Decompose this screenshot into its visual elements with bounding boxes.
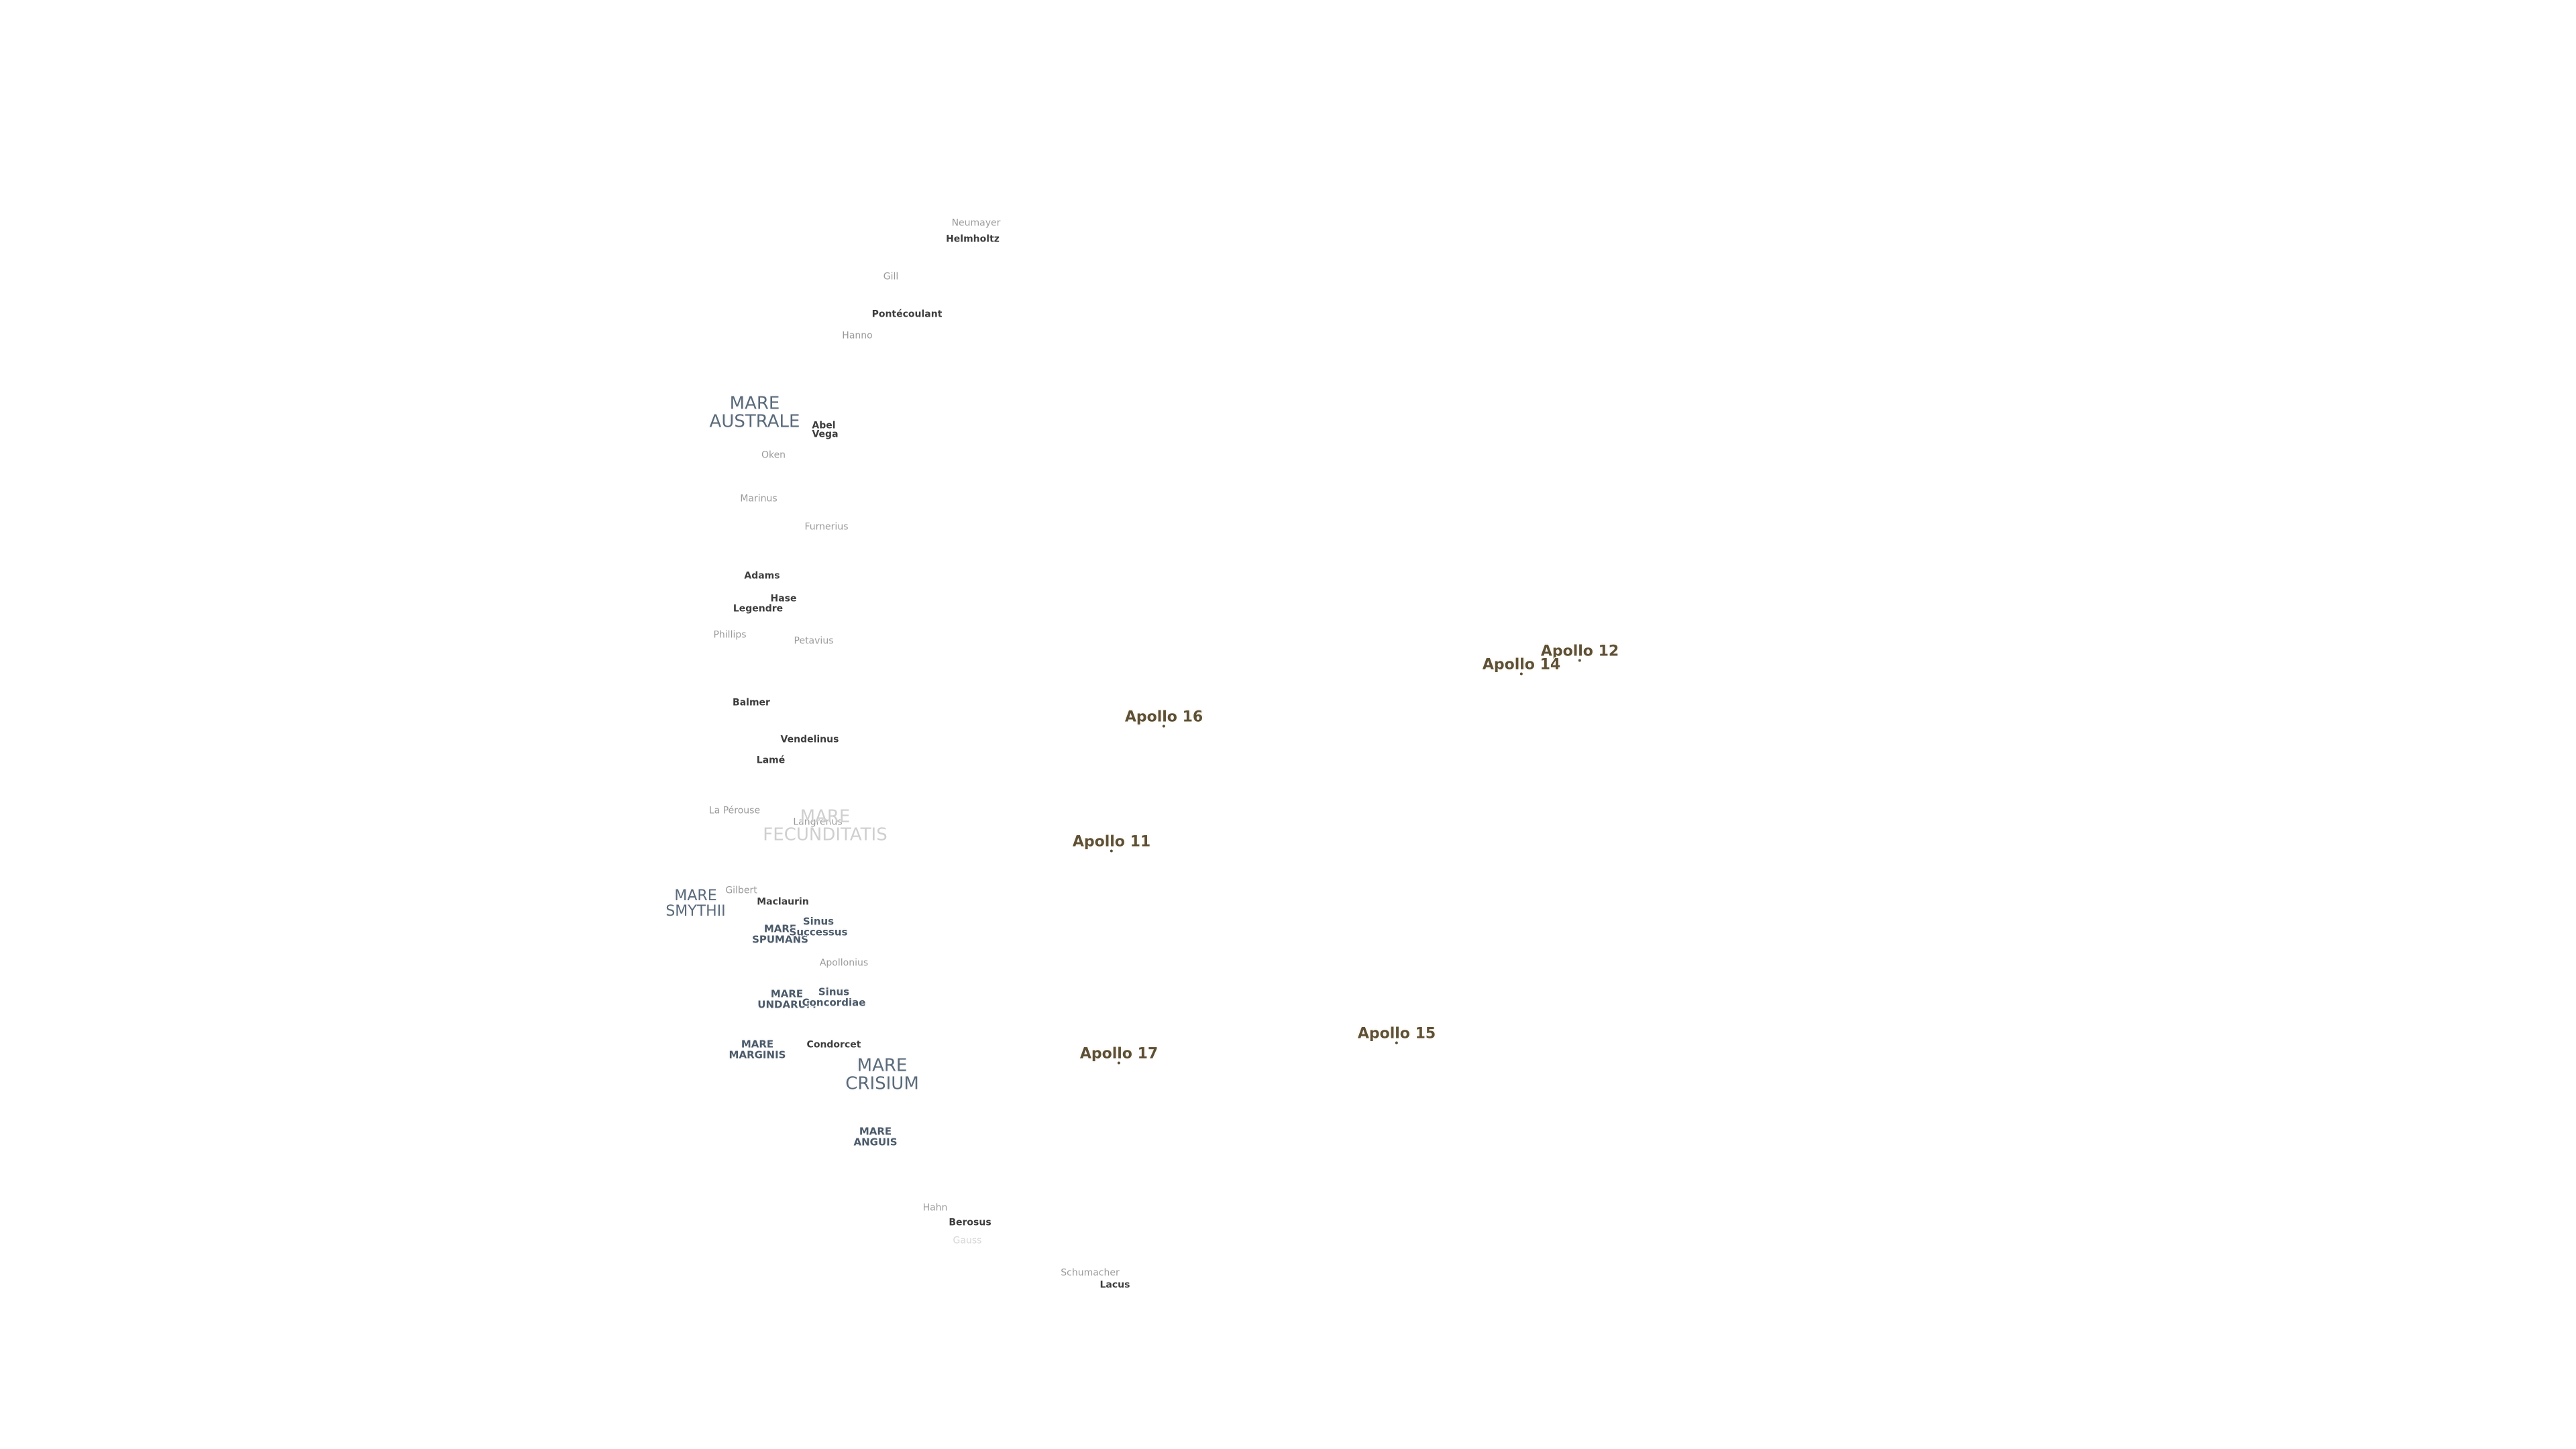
apollo-site-label: Apollo 17 xyxy=(1079,1045,1159,1063)
mare-label-mare-australe[interactable]: MARE AUSTRALE xyxy=(709,393,800,432)
mare-label-mare-undarum[interactable]: MARE UNDARUM xyxy=(757,987,816,1010)
crater-label-la-perouse[interactable]: La Pérouse xyxy=(708,805,761,816)
crater-label-pontecoulant[interactable]: Pontécoulant xyxy=(871,309,943,320)
crater-label-marinus[interactable]: Marinus xyxy=(740,493,777,504)
crater-label-helmholtz[interactable]: Helmholtz xyxy=(946,233,1000,245)
mare-label-sinus-successus[interactable]: Sinus Successus xyxy=(789,915,848,938)
apollo-site-label: Apollo 14 xyxy=(1482,656,1561,674)
mare-label-sinus-concordiae[interactable]: Sinus Concordiae xyxy=(802,985,866,1008)
crater-label-phillips[interactable]: Phillips xyxy=(713,629,747,641)
crater-label-legendre[interactable]: Legendre xyxy=(733,603,784,614)
crater-label-gauss[interactable]: Gauss xyxy=(953,1235,982,1246)
landing-site-marker-icon xyxy=(1117,1061,1120,1065)
apollo-site-apollo-17[interactable]: Apollo 17 xyxy=(1079,1045,1159,1065)
apollo-site-apollo-16[interactable]: Apollo 16 xyxy=(1124,708,1203,728)
mare-label-mare-spumans[interactable]: MARE SPUMANS xyxy=(752,922,808,945)
mare-label-mare-smythii[interactable]: MARE SMYTHII xyxy=(665,887,726,920)
apollo-site-label: Apollo 15 xyxy=(1357,1025,1436,1042)
crater-label-condorcet[interactable]: Condorcet xyxy=(806,1039,861,1051)
crater-label-adams[interactable]: Adams xyxy=(744,570,780,582)
landing-site-marker-icon xyxy=(1162,724,1165,728)
apollo-site-apollo-12[interactable]: Apollo 12 xyxy=(1540,643,1619,662)
apollo-site-apollo-11[interactable]: Apollo 11 xyxy=(1072,833,1151,853)
crater-label-gilbert[interactable]: Gilbert xyxy=(725,885,757,896)
crater-label-vendelinus[interactable]: Vendelinus xyxy=(780,734,839,745)
crater-label-balmer[interactable]: Balmer xyxy=(733,697,770,708)
crater-label-lacus[interactable]: Lacus xyxy=(1099,1279,1130,1291)
crater-label-langrenus[interactable]: Langrenus xyxy=(793,816,843,828)
crater-label-vega[interactable]: Vega xyxy=(812,429,839,440)
crater-label-schumacher[interactable]: Schumacher xyxy=(1061,1267,1120,1279)
landing-site-marker-icon xyxy=(1110,849,1113,853)
mare-label-mare-fecunditatis[interactable]: MARE FECUNDITATIS xyxy=(763,806,888,845)
crater-label-hase[interactable]: Hase xyxy=(770,593,797,604)
landing-site-marker-icon xyxy=(1578,659,1581,662)
apollo-site-apollo-14[interactable]: Apollo 14 xyxy=(1482,656,1561,676)
crater-label-petavius[interactable]: Petavius xyxy=(794,635,834,647)
apollo-site-label: Apollo 11 xyxy=(1072,833,1151,851)
mare-label-mare-anguis[interactable]: MARE ANGUIS xyxy=(853,1125,898,1148)
crater-label-lame[interactable]: Lamé xyxy=(756,755,786,766)
crater-label-maclaurin[interactable]: Maclaurin xyxy=(757,896,809,908)
landing-site-marker-icon xyxy=(1519,672,1523,676)
apollo-site-label: Apollo 12 xyxy=(1540,643,1619,660)
crater-label-furnerius[interactable]: Furnerius xyxy=(804,521,849,533)
mare-label-mare-crisium[interactable]: MARE CRISIUM xyxy=(845,1055,919,1094)
crater-label-berosus[interactable]: Berosus xyxy=(949,1217,991,1228)
mare-label-mare-marginis[interactable]: MARE MARGINIS xyxy=(729,1038,786,1061)
crater-label-hahn[interactable]: Hahn xyxy=(922,1202,948,1214)
crater-label-hanno[interactable]: Hanno xyxy=(842,330,873,341)
crater-label-neumayer[interactable]: Neumayer xyxy=(951,217,1001,229)
landing-site-marker-icon xyxy=(1395,1041,1398,1044)
crater-label-apollonius[interactable]: Apollonius xyxy=(819,957,869,969)
crater-label-gill[interactable]: Gill xyxy=(883,271,899,282)
apollo-site-label: Apollo 16 xyxy=(1124,708,1203,726)
crater-label-oken[interactable]: Oken xyxy=(761,449,786,461)
crater-label-abel[interactable]: Abel xyxy=(812,420,836,431)
apollo-site-apollo-15[interactable]: Apollo 15 xyxy=(1357,1025,1436,1044)
